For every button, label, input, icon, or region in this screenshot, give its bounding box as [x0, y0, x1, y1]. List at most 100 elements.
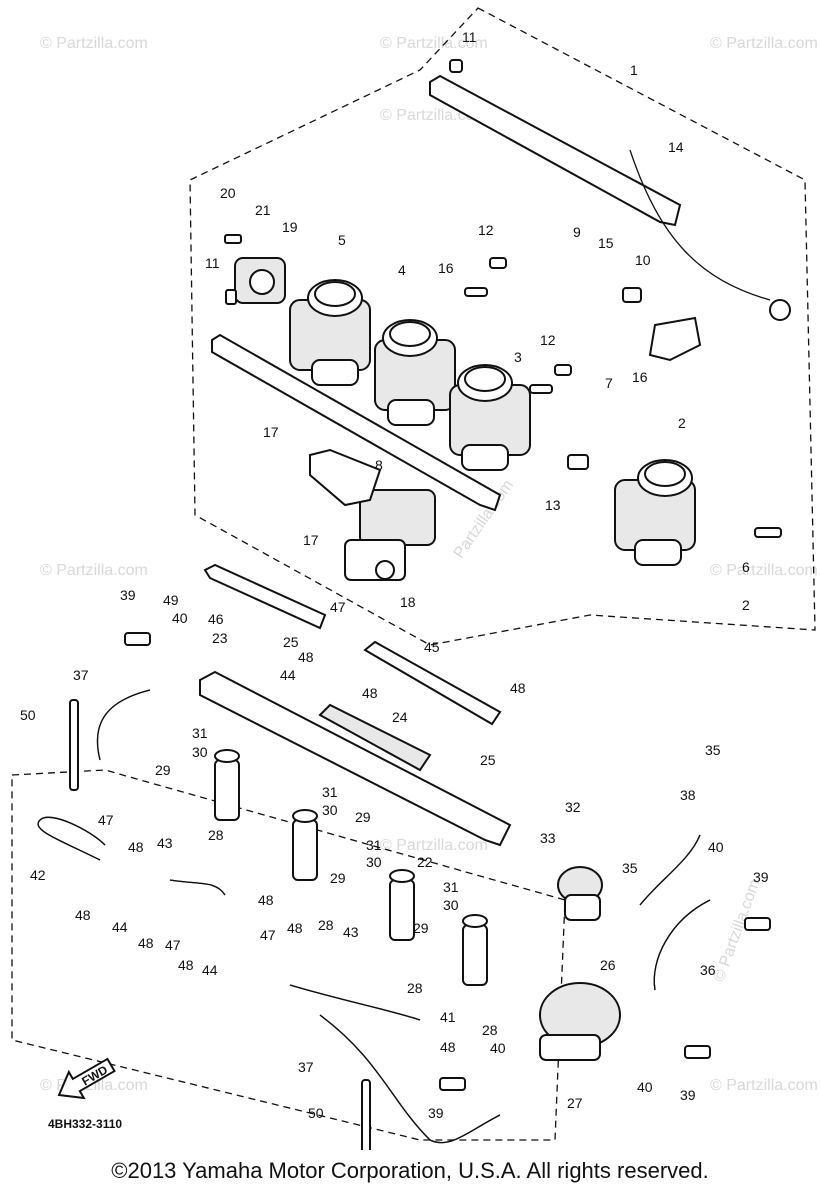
callout: 29: [330, 870, 346, 886]
throttle-body-2: [614, 459, 696, 566]
fuel-hose-46: [203, 563, 327, 630]
callout: 48: [362, 685, 378, 701]
callout: 49: [163, 592, 179, 608]
callout: 32: [565, 799, 581, 815]
throttle-body-5: [289, 279, 371, 386]
fuel-injector: [389, 869, 415, 941]
callout: 31: [366, 837, 382, 853]
callout: 40: [637, 1079, 653, 1095]
callout: 40: [490, 1040, 506, 1056]
callout: 48: [128, 839, 144, 855]
callout: 10: [635, 252, 651, 268]
callout: 47: [330, 599, 346, 615]
throttle-body-4: [374, 319, 456, 426]
union-bolt: [439, 1077, 466, 1091]
bracket: [648, 316, 702, 362]
callout: 47: [165, 937, 181, 953]
callout: 30: [443, 897, 459, 913]
callout: 30: [192, 744, 208, 760]
callout: 37: [298, 1059, 314, 1075]
callout: 2: [678, 415, 686, 431]
callout: 43: [343, 924, 359, 940]
callout: 33: [540, 830, 556, 846]
callout: 5: [338, 232, 346, 248]
throttle-body-3: [449, 364, 531, 471]
callout: 11: [205, 255, 220, 271]
callout: 20: [220, 185, 236, 201]
callout: 41: [440, 1009, 456, 1025]
throttle-sensor: [234, 257, 286, 304]
callout: 2: [742, 597, 750, 613]
callout: 29: [155, 762, 171, 778]
callout: 7: [605, 375, 613, 391]
pressure-regulator: [557, 866, 603, 921]
watermark: © Partzilla.com: [710, 35, 818, 52]
callout: 48: [258, 892, 274, 908]
watermark: © Partzilla.com: [710, 562, 818, 579]
callout: 3: [514, 349, 522, 365]
callout: 19: [282, 219, 298, 235]
watermark: © Partzilla.com: [40, 562, 148, 579]
callout: 44: [202, 962, 218, 978]
callout: 39: [753, 869, 769, 885]
callout: 29: [355, 809, 371, 825]
callout: 25: [480, 752, 496, 768]
callout: 21: [255, 202, 271, 218]
callout: 4: [398, 262, 406, 278]
callout: 8: [375, 457, 383, 473]
callout: 50: [20, 707, 36, 723]
callout: 1: [630, 62, 638, 78]
callout: 16: [438, 260, 454, 276]
callout: 37: [73, 667, 89, 683]
callout: 29: [413, 920, 429, 936]
watermark: © Partzilla.com: [380, 837, 488, 854]
callout: 24: [392, 709, 408, 725]
callout: 31: [443, 879, 459, 895]
callout: 15: [598, 235, 614, 251]
callout: 27: [567, 1095, 583, 1111]
callout: 30: [366, 854, 382, 870]
callout: 40: [708, 839, 724, 855]
callout: 50: [308, 1105, 324, 1121]
hose-clamp-strap: [361, 1079, 371, 1150]
callout: 48: [138, 935, 154, 951]
callout: 44: [112, 919, 128, 935]
callout: 12: [540, 332, 556, 348]
fuel-hose-45: [363, 640, 502, 726]
throttle-cable: [629, 149, 771, 301]
throttle-rail-bar-lower: [211, 333, 502, 512]
hose-clamp-strap: [69, 699, 79, 791]
callout: 25: [283, 634, 299, 650]
callout: 30: [322, 802, 338, 818]
springs: [489, 257, 642, 470]
callout: 48: [75, 907, 91, 923]
idle-control-unit: [344, 489, 436, 581]
callout: 18: [400, 594, 416, 610]
callout: 26: [600, 957, 616, 973]
callout: 13: [545, 497, 561, 513]
callout: 16: [632, 369, 648, 385]
bracket: [309, 448, 382, 507]
watermark: © Partzilla.com: [40, 35, 148, 52]
watermark: © Partzilla.com: [380, 35, 488, 52]
union-bolt: [744, 917, 771, 931]
fuel-hose-37-lower: [319, 1014, 501, 1144]
callout: 17: [263, 424, 279, 440]
throttle-rail-bar-upper: [429, 74, 682, 227]
union-bolt: [124, 632, 151, 646]
diagram-code: 4BH332-3110: [48, 1117, 122, 1131]
parts-diagram: © Partzilla.com © Partzilla.com © Partzi…: [11, 7, 818, 1150]
watermark-layer: © Partzilla.com © Partzilla.com © Partzi…: [40, 35, 818, 1094]
callout: 43: [157, 835, 173, 851]
cable-end-fitting: [769, 299, 791, 321]
callout: 47: [98, 812, 114, 828]
callout: 31: [192, 725, 208, 741]
callout: 39: [680, 1087, 696, 1103]
callout: 48: [178, 957, 194, 973]
callout: 31: [322, 784, 338, 800]
callout: 39: [120, 587, 136, 603]
callout: 12: [478, 222, 494, 238]
union-bolt: [684, 1045, 711, 1059]
callout: 11: [462, 29, 477, 45]
fuel-delivery-pipe: [199, 670, 512, 847]
